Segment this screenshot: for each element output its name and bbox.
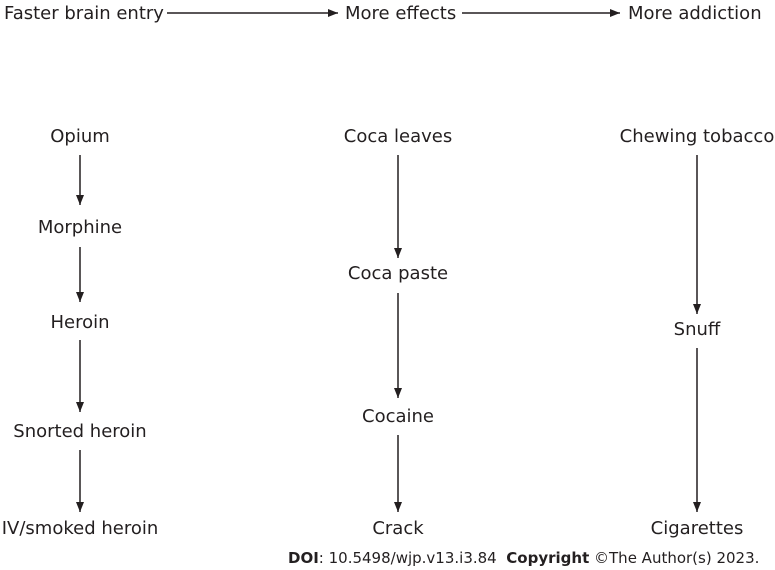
header-faster-brain-entry: Faster brain entry — [4, 3, 164, 24]
node-snuff: Snuff — [673, 319, 721, 340]
node-morphine: Morphine — [37, 217, 123, 238]
node-snorted-heroin: Snorted heroin — [13, 421, 147, 442]
node-iv-smoked-heroin: IV/smoked heroin — [1, 518, 159, 539]
doi-value: : 10.5498/wjp.v13.i3.84 — [318, 549, 497, 567]
node-coca-paste: Coca paste — [347, 263, 449, 284]
node-crack: Crack — [372, 518, 424, 539]
copyright-label: Copyright — [506, 549, 590, 567]
node-chewing-tobacco: Chewing tobacco — [619, 126, 775, 147]
header-more-addiction: More addiction — [628, 3, 762, 24]
doi-label: DOI — [288, 549, 319, 567]
node-cigarettes: Cigarettes — [650, 518, 744, 539]
node-coca-leaves: Coca leaves — [343, 126, 453, 147]
header-more-effects: More effects — [345, 3, 457, 24]
node-heroin: Heroin — [50, 312, 110, 333]
copyright-text: ©The Author(s) 2023. — [589, 549, 760, 567]
node-opium: Opium — [50, 126, 110, 147]
node-cocaine: Cocaine — [362, 406, 434, 427]
citation-footer: DOI: 10.5498/wjp.v13.i3.84 Copyright ©Th… — [288, 549, 759, 567]
